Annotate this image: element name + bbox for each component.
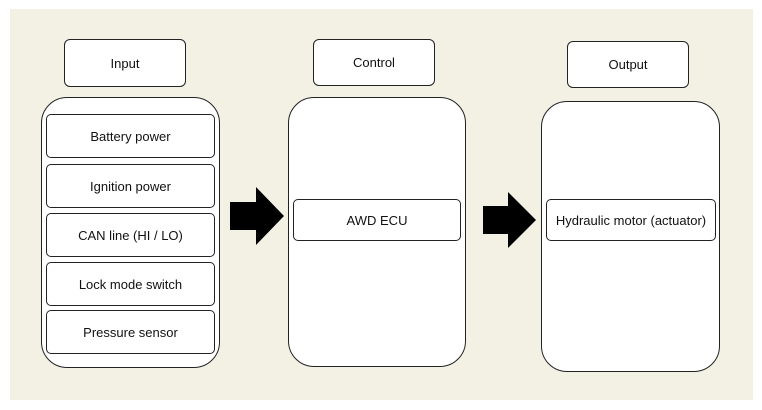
- arrow-control-to-output-icon: [483, 192, 536, 248]
- input-item-ignition-power: Ignition power: [46, 164, 215, 208]
- output-item-hydraulic-motor: Hydraulic motor (actuator): [546, 199, 716, 241]
- input-item-battery-power: Battery power: [46, 114, 215, 158]
- input-item-lock-mode-switch: Lock mode switch: [46, 262, 215, 306]
- arrow-input-to-control-icon: [230, 187, 284, 245]
- input-item-can-line: CAN line (HI / LO): [46, 213, 215, 257]
- control-header: Control: [313, 39, 435, 86]
- input-header: Input: [64, 39, 186, 87]
- output-header: Output: [567, 41, 689, 88]
- control-item-awd-ecu: AWD ECU: [293, 199, 461, 241]
- input-item-pressure-sensor: Pressure sensor: [46, 310, 215, 354]
